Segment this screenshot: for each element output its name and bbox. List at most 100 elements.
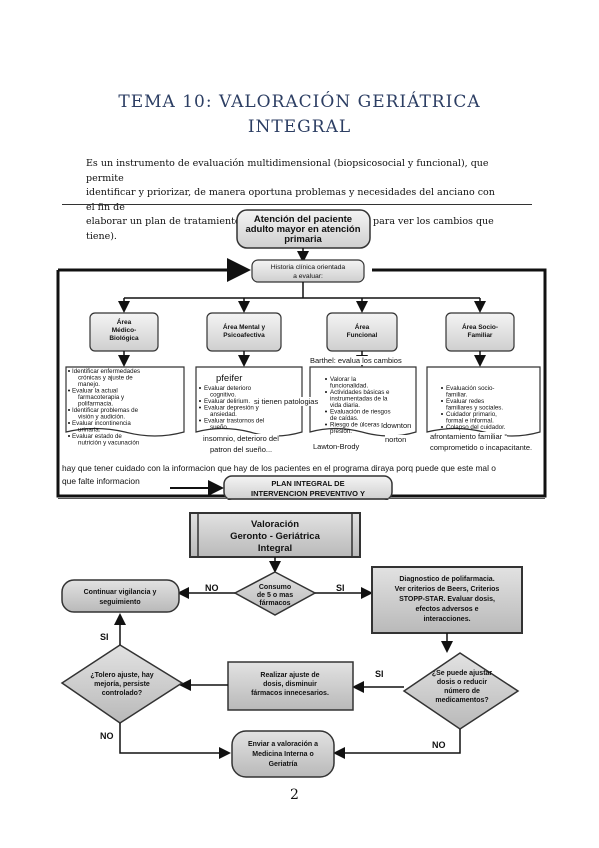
area-item: nutrición y vacunación — [78, 440, 140, 447]
label-no: NO — [100, 731, 114, 741]
geriatric-assessment-diagram: Atención del paciente adulto mayor en at… — [56, 209, 547, 500]
area-title: Familiar — [468, 332, 493, 339]
area-item: familiares y sociales. — [446, 405, 503, 412]
area-item: cognitivo. — [210, 392, 236, 399]
area-item: Evaluar delirium. — [204, 398, 250, 405]
area-item: sueño. — [210, 424, 229, 431]
top-box-text: primaria — [284, 234, 322, 245]
enviar-box — [231, 730, 335, 778]
realizar-box — [227, 661, 354, 711]
top-box-text: adulto mayor en atención — [245, 224, 360, 235]
annotation-note: que falte informacion — [62, 476, 140, 486]
tolero-text: mejoría, persiste — [94, 681, 150, 688]
plan-box — [223, 475, 393, 500]
area-item: Identificar enfermedades — [72, 368, 140, 375]
area-item: visión y audición. — [78, 414, 125, 421]
bullet — [199, 387, 201, 389]
polypharmacy-flowchart: Valoración Geronto - Geriátrica Integral… — [60, 512, 523, 778]
area-item: vida diaria. — [330, 402, 360, 409]
label-si: SI — [100, 632, 109, 642]
items-box — [65, 366, 185, 437]
bullet — [325, 423, 327, 426]
outer-frame — [56, 268, 547, 498]
diagnostico-text: efectos adversos e — [415, 606, 478, 613]
plan-text: INTERVENCION PREVENTIVO Y — [251, 489, 365, 498]
annotation-insomnio: patron del sueño... — [210, 445, 273, 454]
area-item: manejo. — [78, 381, 100, 388]
bullet — [441, 426, 443, 428]
bullet — [199, 400, 201, 402]
tolero-text: controlado? — [102, 690, 142, 697]
area-item: Cuidador primario, — [446, 411, 497, 418]
area-item: Evaluar deterioro — [204, 385, 252, 392]
document-title-line-1: TEMA 10: VALORACIÓN GERIÁTRICA — [118, 92, 481, 112]
area-item: ansiedad. — [210, 411, 237, 418]
area-title: Área — [117, 317, 132, 326]
area-item: Valorar la — [330, 376, 357, 383]
area-title: Funcional — [347, 332, 378, 339]
annotation-afrontamiento: afrontamiento familiar ° — [430, 432, 508, 441]
intro-line: Es un instrumento de evaluación multidim… — [86, 158, 489, 184]
area-item: Identificar problemas de — [72, 407, 139, 414]
realizar-text: Realizar ajuste de — [260, 672, 319, 679]
continuar-text: Continuar vigilancia y — [84, 589, 157, 596]
bullet — [325, 378, 327, 380]
se-puede-text: dosis o reducir — [437, 679, 487, 686]
consumo-text: fármacos — [259, 600, 290, 607]
area-item: Evaluar estado de — [72, 433, 122, 440]
bullet — [325, 391, 327, 393]
area-title: Médico- — [112, 327, 137, 334]
area-item: de caídas. — [330, 415, 359, 422]
consumo-diamond — [233, 571, 317, 616]
area-item: Evaluación de riesgos — [330, 409, 391, 416]
diagnostico-text: STOPP-STAR. Evaluar dosis, — [399, 596, 495, 603]
continuar-text: seguimiento — [99, 599, 140, 606]
label-si: SI — [336, 583, 345, 593]
header-text: Integral — [258, 543, 292, 554]
enviar-text: Enviar a valoración a — [248, 741, 318, 748]
items-box — [195, 366, 303, 437]
items-box — [309, 366, 417, 437]
area-item: Evaluar redes — [446, 398, 484, 405]
area-item: Evaluar depresión y — [204, 405, 260, 412]
bullet — [68, 435, 70, 437]
history-box — [251, 259, 365, 283]
area-item: Colapso del cuidador. — [446, 424, 506, 431]
diagnostico-box — [371, 566, 523, 634]
bullet — [199, 406, 201, 409]
annotation-lawton: Lawton-Brody — [313, 442, 360, 451]
se-puede-text: ¿Se puede ajustar — [432, 670, 493, 677]
bullet — [441, 400, 443, 402]
annotation-note: hay que tener cuidado con la informacion… — [62, 463, 496, 473]
label-no: NO — [205, 583, 219, 593]
enviar-text: Geriatría — [269, 761, 298, 768]
divider — [62, 204, 532, 205]
area-title: Área — [355, 322, 370, 331]
bullet — [441, 413, 443, 415]
annotation-pfeifer: pfeifer — [216, 373, 243, 384]
se-puede-text: medicamentos? — [435, 697, 488, 704]
tolero-text: ¿Tolero ajuste, hay — [90, 672, 153, 679]
page-number: 2 — [290, 787, 299, 803]
bullet — [441, 387, 443, 389]
intro-line: identificar y priorizar, de manera oport… — [86, 187, 495, 213]
consumo-text: Consumo — [259, 584, 291, 591]
bullet — [325, 410, 327, 413]
annotation-insomnio: insomnio, deterioro del — [203, 434, 279, 443]
area-title: Área Mental y — [223, 322, 266, 331]
annotation-comprometido: comprometido o incapacitante. — [430, 443, 533, 452]
annotation-barthel: Barthel: evalua los cambios — [310, 356, 402, 365]
header-shape — [189, 512, 361, 558]
connector-arrow — [119, 723, 231, 759]
area-item: Actividades básicas e — [330, 389, 390, 396]
area-title: Psicoafectiva — [223, 332, 265, 339]
diagnostico-text: Ver criterios de Beers, Criterios — [395, 586, 500, 593]
label-si: SI — [375, 669, 384, 679]
area-item: Evaluar la actual — [72, 388, 118, 395]
se-puede-text: número de — [444, 688, 480, 695]
enviar-text: Medicina Interna o — [252, 751, 313, 758]
area-title: Biológica — [109, 335, 139, 342]
area-item: crónicas y ajuste de — [78, 375, 133, 382]
area-item: Evaluar trastornos del — [204, 418, 264, 425]
